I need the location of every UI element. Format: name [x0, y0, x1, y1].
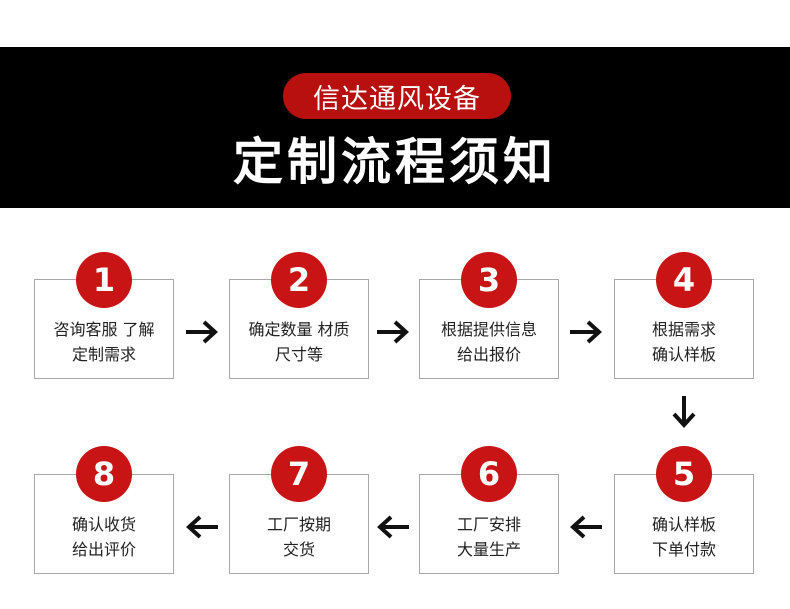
step-line-1: 工厂按期 — [266, 515, 331, 534]
brand-name: 信达通风设备 — [313, 83, 481, 115]
step-line-1: 确定数量 材质 — [248, 320, 350, 339]
step-line-1: 工厂安排 — [456, 515, 521, 534]
step-number-badge-6: 6 — [461, 446, 517, 502]
step-number-badge-5: 5 — [656, 446, 712, 502]
step-description: 根据需求 确认样板 — [615, 317, 753, 367]
step-card-5: 确认样板 下单付款 — [614, 474, 754, 574]
step-line-2: 给出报价 — [456, 345, 521, 364]
step-number-badge-1: 1 — [76, 252, 132, 308]
arrow-left-icon — [184, 513, 220, 541]
arrow-right-icon — [568, 318, 604, 346]
step-card-6: 工厂安排 大量生产 — [419, 474, 559, 574]
step-line-2: 大量生产 — [456, 540, 521, 559]
step-line-2: 尺寸等 — [274, 345, 323, 364]
arrow-left-icon — [375, 513, 411, 541]
step-description: 确认样板 下单付款 — [615, 512, 753, 562]
step-card-7: 工厂按期 交货 — [229, 474, 369, 574]
step-description: 咨询客服 了解 定制需求 — [35, 317, 173, 367]
step-number-badge-2: 2 — [271, 252, 327, 308]
brand-badge: 信达通风设备 — [283, 73, 511, 119]
page-title: 定制流程须知 — [233, 133, 557, 191]
step-description: 根据提供信息 给出报价 — [420, 317, 558, 367]
arrow-right-icon — [184, 318, 220, 346]
step-number-badge-4: 4 — [656, 252, 712, 308]
step-line-2: 给出评价 — [71, 540, 136, 559]
step-line-2: 下单付款 — [651, 540, 716, 559]
arrow-right-icon — [375, 318, 411, 346]
step-line-1: 根据需求 — [651, 320, 716, 339]
step-line-1: 确认样板 — [651, 515, 716, 534]
step-line-1: 根据提供信息 — [440, 320, 537, 339]
step-line-2: 交货 — [282, 540, 315, 559]
arrow-left-icon — [568, 513, 604, 541]
step-line-2: 确认样板 — [651, 345, 716, 364]
step-description: 确认收货 给出评价 — [35, 512, 173, 562]
step-line-2: 定制需求 — [71, 345, 136, 364]
step-number-badge-7: 7 — [271, 446, 327, 502]
step-description: 确定数量 材质 尺寸等 — [230, 317, 368, 367]
step-description: 工厂安排 大量生产 — [420, 512, 558, 562]
step-line-1: 咨询客服 了解 — [53, 320, 155, 339]
step-line-1: 确认收货 — [71, 515, 136, 534]
arrow-down-icon — [670, 394, 698, 430]
step-description: 工厂按期 交货 — [230, 512, 368, 562]
step-number-badge-3: 3 — [461, 252, 517, 308]
step-number-badge-8: 8 — [76, 446, 132, 502]
